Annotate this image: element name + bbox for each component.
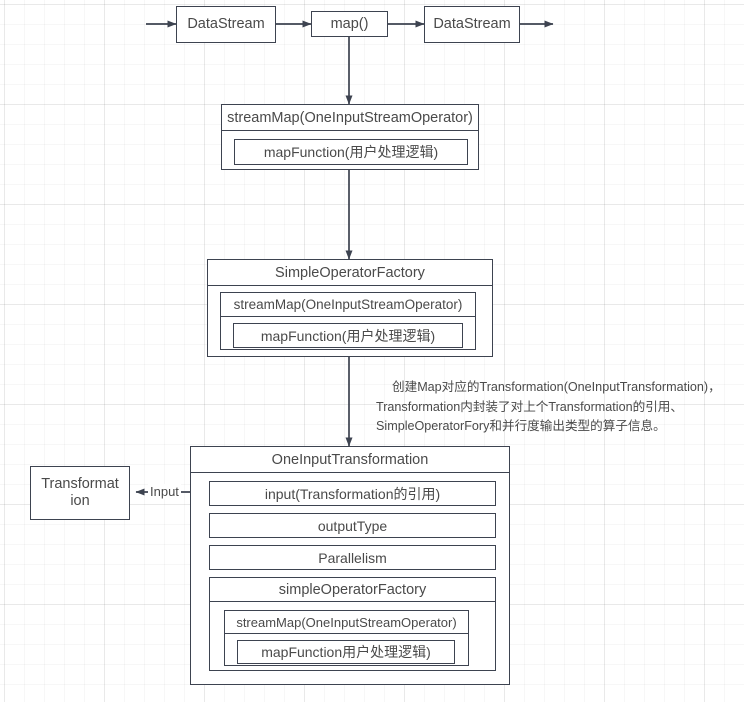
row-parallelism-label: Parallelism [318,549,387,566]
stream-map-block-title: streamMap(OneInputStreamOperator) [222,105,478,131]
datastream-in-label: DataStream [187,16,265,33]
nested-stream-map-block[interactable]: streamMap(OneInputStreamOperator) mapFun… [224,610,469,666]
datastream-in-box[interactable]: DataStream [176,6,276,43]
one-input-transformation-title: OneInputTransformation [191,447,509,473]
nested-map-function[interactable]: mapFunction用户处理逻辑) [237,640,455,664]
annotation-note: 创建Map对应的Transformation(OneInputTransform… [376,380,721,434]
row-output-type[interactable]: outputType [209,513,496,538]
transformation-ref-box[interactable]: Transformat ion [30,466,130,520]
datastream-out-label: DataStream [433,16,511,33]
row-output-type-label: outputType [317,517,388,534]
factory-map-function-label: mapFunction(用户处理逻辑) [260,327,436,344]
stream-map-block-mapfunction-label: mapFunction(用户处理逻辑) [263,144,439,160]
nested-map-function-label: mapFunction用户处理逻辑) [261,644,431,660]
factory-stream-map-title: streamMap(OneInputStreamOperator) [221,293,475,317]
factory-map-function[interactable]: mapFunction(用户处理逻辑) [233,323,463,348]
row-parallelism[interactable]: Parallelism [209,545,496,570]
map-call-box[interactable]: map() [311,11,388,37]
stream-map-block[interactable]: streamMap(OneInputStreamOperator) mapFun… [221,104,479,170]
map-call-label: map() [330,15,369,32]
row-input-label: input(Transformation的引用) [264,485,441,502]
input-edge-label: Input [148,484,181,499]
simple-operator-factory-title: SimpleOperatorFactory [208,260,492,286]
transformation-ref-line1: Transformat [41,476,119,493]
nested-simple-operator-factory-block[interactable]: simpleOperatorFactory streamMap(OneInput… [209,577,496,671]
factory-stream-map-block[interactable]: streamMap(OneInputStreamOperator) mapFun… [220,292,476,350]
nested-stream-map-title: streamMap(OneInputStreamOperator) [225,611,468,634]
row-input[interactable]: input(Transformation的引用) [209,481,496,506]
nested-factory-title: simpleOperatorFactory [210,578,495,602]
stream-map-block-mapfunction[interactable]: mapFunction(用户处理逻辑) [234,139,468,165]
simple-operator-factory-block[interactable]: SimpleOperatorFactory streamMap(OneInput… [207,259,493,357]
datastream-out-box[interactable]: DataStream [424,6,520,43]
transformation-ref-line2: ion [70,493,90,509]
one-input-transformation-block[interactable]: OneInputTransformation input(Transformat… [190,446,510,685]
